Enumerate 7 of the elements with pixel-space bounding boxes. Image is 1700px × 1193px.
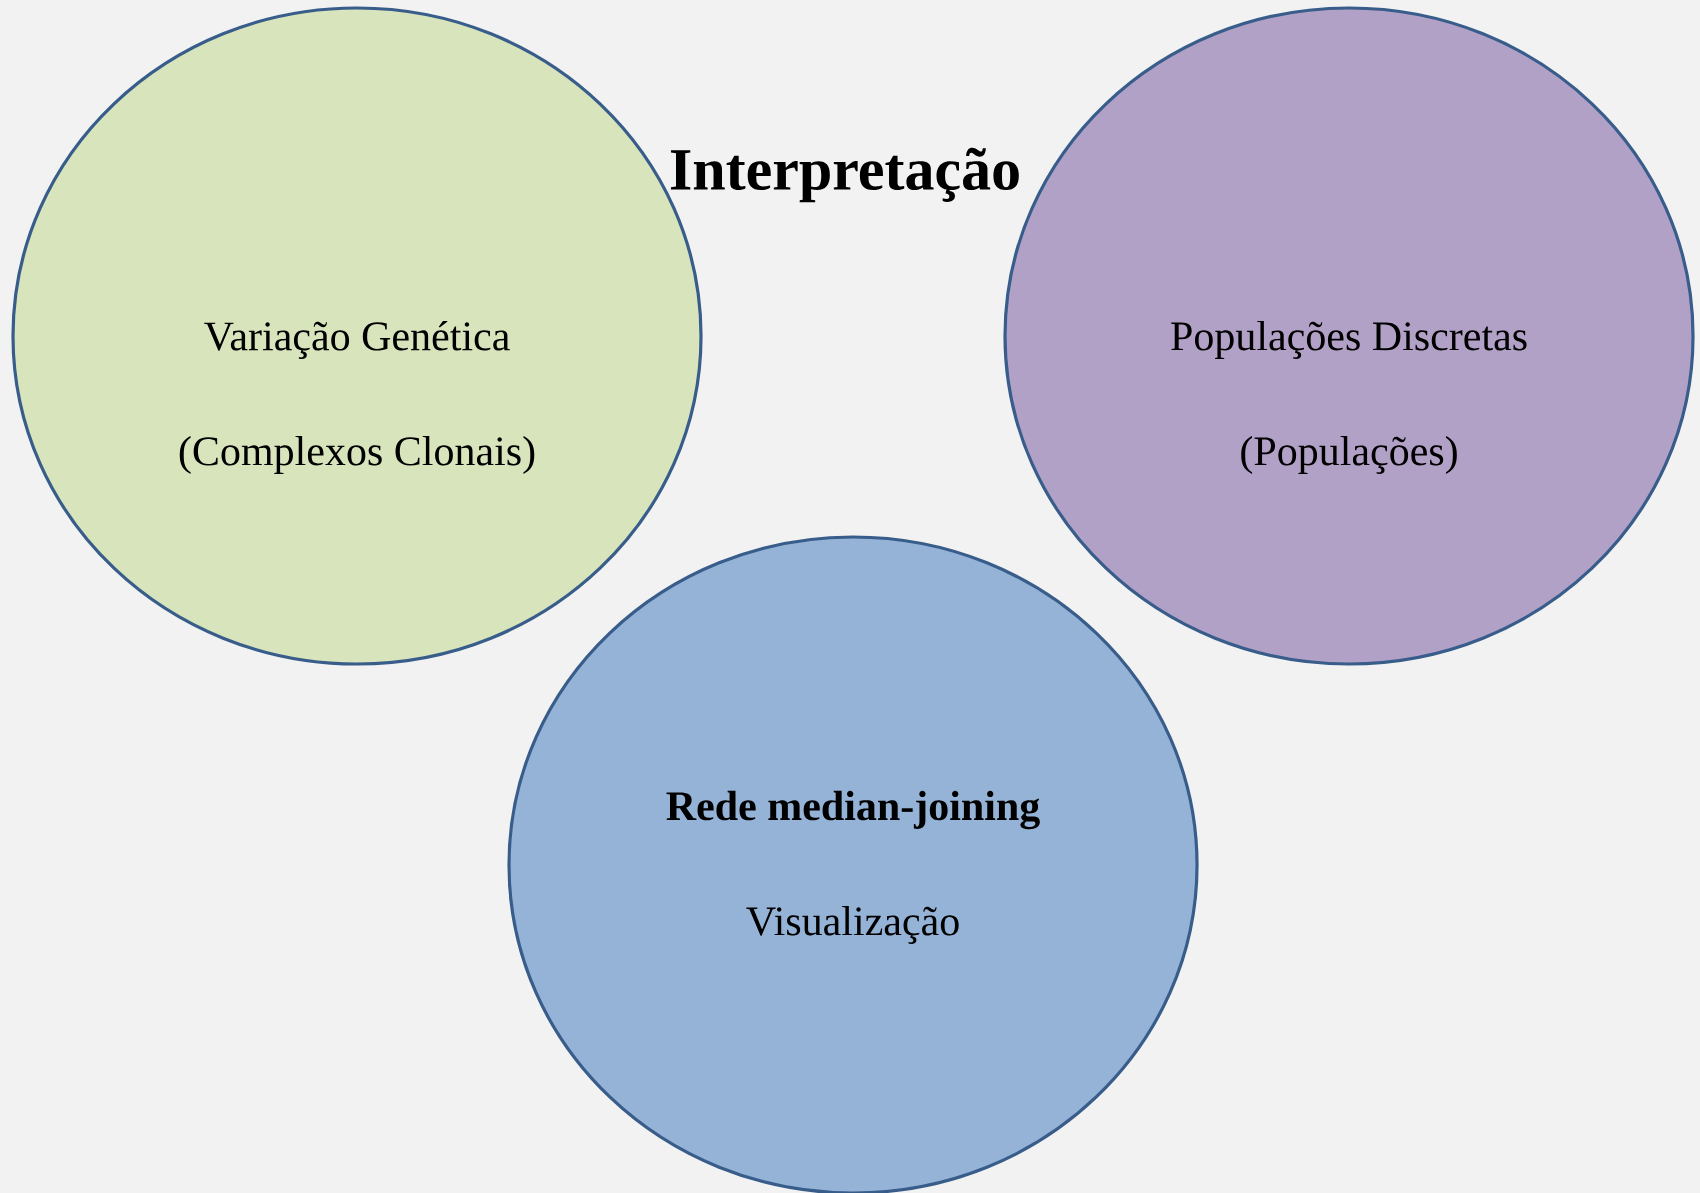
node-text: Visualização <box>746 905 959 945</box>
node-text: Populações Discretas <box>1171 320 1527 360</box>
node-text: (Populações) <box>1241 435 1457 475</box>
title: Interpretação <box>670 147 1019 203</box>
node-heading: Rede median-joining <box>666 790 1040 830</box>
node-text: Variação Genética <box>204 320 510 360</box>
node-text: (Complexos Clonais) <box>179 435 535 475</box>
